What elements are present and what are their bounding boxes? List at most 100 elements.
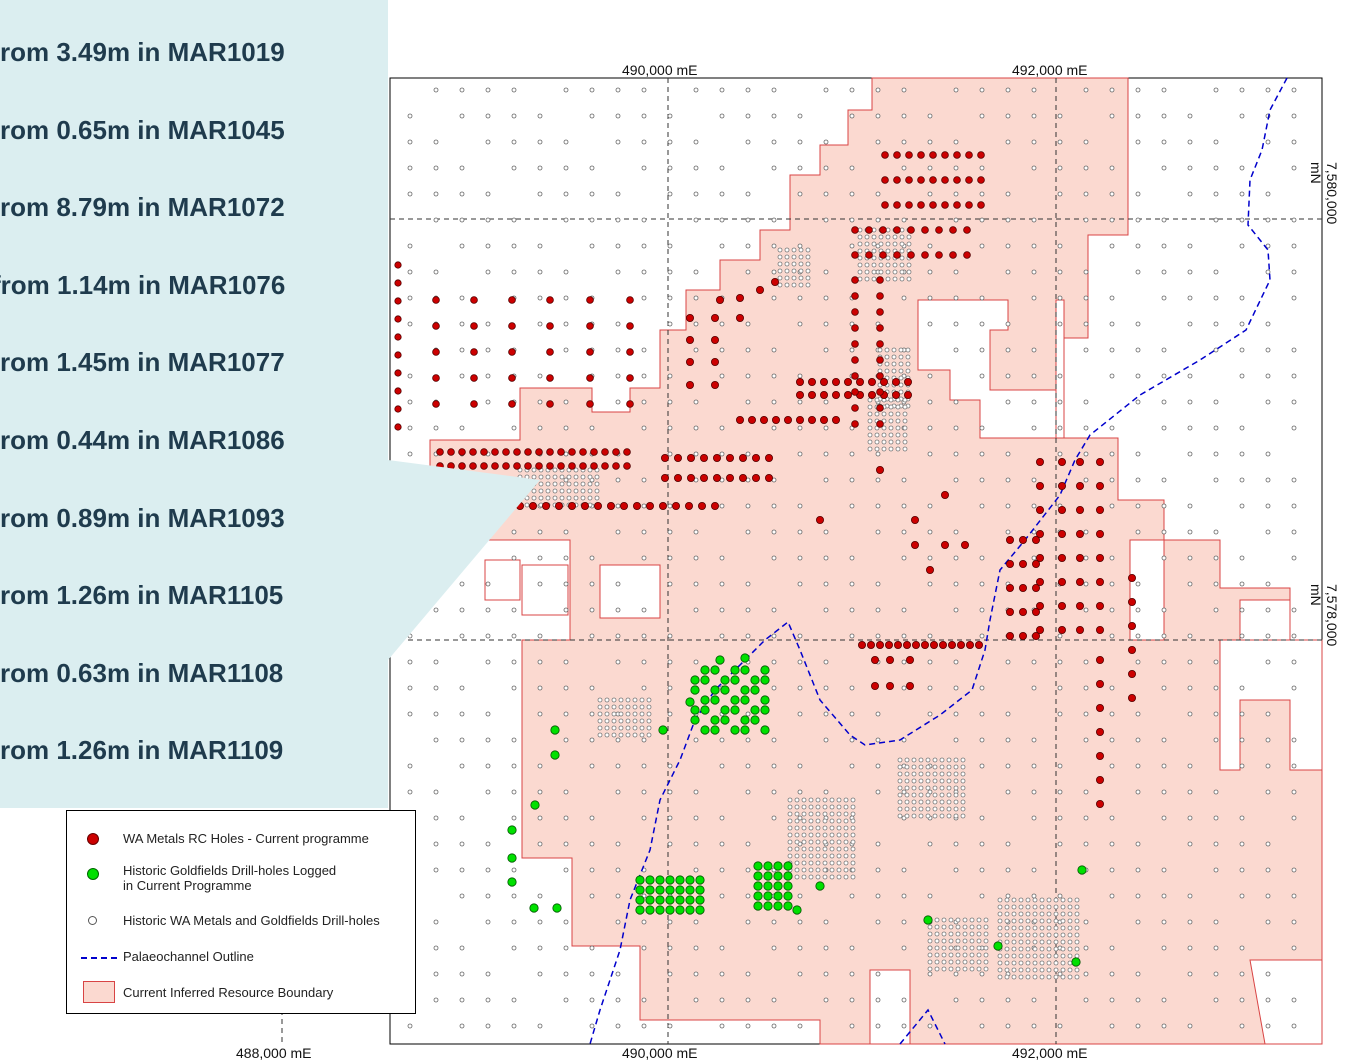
historic-hole (875, 919, 881, 925)
historic-hole (459, 113, 465, 119)
historic-hole (875, 893, 881, 899)
historic-hole (632, 704, 638, 710)
historic-hole (1057, 321, 1063, 327)
rc-hole (546, 322, 554, 330)
historic-hole (1005, 503, 1011, 509)
historic-hole (979, 295, 985, 301)
historic-hole (604, 704, 610, 710)
historic-hole (867, 411, 873, 417)
historic-hole (459, 841, 465, 847)
historic-hole (927, 931, 933, 937)
historic-hole (892, 241, 898, 247)
historic-hole (962, 917, 968, 923)
rc-hole (581, 501, 590, 510)
historic-hole (1187, 139, 1193, 145)
rc-hole (700, 453, 709, 462)
historic-hole (979, 217, 985, 223)
historic-hole (892, 269, 898, 275)
rc-hole (432, 348, 440, 356)
historic-hole (1109, 607, 1115, 613)
historic-hole (843, 797, 849, 803)
historic-hole (1018, 904, 1024, 910)
historic-hole (1187, 451, 1193, 457)
historic-hole (925, 799, 931, 805)
historic-hole (927, 659, 933, 665)
historic-hole (511, 243, 517, 249)
historic-hole (1039, 904, 1045, 910)
historic-hole (1187, 529, 1193, 535)
rc-hole (820, 390, 829, 399)
historic-hole (641, 243, 647, 249)
historic-hole (946, 771, 952, 777)
historic-hole (771, 373, 777, 379)
historic-hole (829, 832, 835, 838)
historic-hole (433, 945, 439, 951)
historic-hole (901, 529, 907, 535)
historic-hole (1011, 946, 1017, 952)
historic-hole (1109, 87, 1115, 93)
historic-hole (918, 764, 924, 770)
historic-hole (925, 785, 931, 791)
goldfields-hole (760, 675, 770, 685)
historic-hole (787, 818, 793, 824)
historic-hole (641, 217, 647, 223)
historic-hole (927, 373, 933, 379)
historic-hole (1083, 87, 1089, 93)
historic-hole (901, 919, 907, 925)
historic-hole (1046, 953, 1052, 959)
historic-hole (618, 725, 624, 731)
historic-hole (1018, 939, 1024, 945)
rc-hole (626, 374, 634, 382)
rc-hole (1036, 554, 1045, 563)
historic-hole (904, 757, 910, 763)
historic-hole (1005, 763, 1011, 769)
historic-hole (1135, 737, 1141, 743)
historic-hole (777, 247, 783, 253)
historic-hole (1135, 841, 1141, 847)
historic-hole (1213, 737, 1219, 743)
historic-hole (815, 811, 821, 817)
rc-hole (686, 335, 695, 344)
goldfields-hole (750, 705, 760, 715)
historic-hole (563, 87, 569, 93)
historic-hole (1265, 373, 1271, 379)
rc-hole (876, 308, 884, 316)
rc-hole (921, 251, 929, 259)
historic-hole (719, 763, 725, 769)
historic-hole (888, 425, 894, 431)
historic-hole (1060, 911, 1066, 917)
historic-hole (1291, 815, 1297, 821)
historic-hole (459, 87, 465, 93)
historic-hole (1291, 893, 1297, 899)
historic-hole (932, 757, 938, 763)
historic-hole (927, 1023, 933, 1029)
historic-hole (891, 354, 897, 360)
historic-hole (934, 917, 940, 923)
historic-hole (1135, 919, 1141, 925)
historic-hole (745, 373, 751, 379)
palaeochannel-outline (589, 77, 1288, 1045)
historic-hole (884, 354, 890, 360)
historic-hole (545, 481, 551, 487)
historic-hole (433, 217, 439, 223)
historic-hole (1239, 503, 1245, 509)
rc-hole (1006, 560, 1015, 569)
historic-hole (836, 846, 842, 852)
intercepts-callout (0, 0, 388, 808)
historic-hole (849, 191, 855, 197)
historic-hole (485, 373, 491, 379)
historic-hole (797, 659, 803, 665)
rc-hole (851, 226, 859, 234)
historic-hole (1109, 997, 1115, 1003)
historic-hole (791, 254, 797, 260)
rc-hole (535, 448, 543, 456)
historic-hole (850, 818, 856, 824)
historic-hole (822, 811, 828, 817)
historic-hole (1031, 477, 1037, 483)
goldfields-hole (753, 871, 763, 881)
historic-hole (1291, 867, 1297, 873)
historic-hole (719, 347, 725, 353)
historic-hole (1018, 911, 1024, 917)
historic-hole (485, 113, 491, 119)
historic-hole (829, 825, 835, 831)
